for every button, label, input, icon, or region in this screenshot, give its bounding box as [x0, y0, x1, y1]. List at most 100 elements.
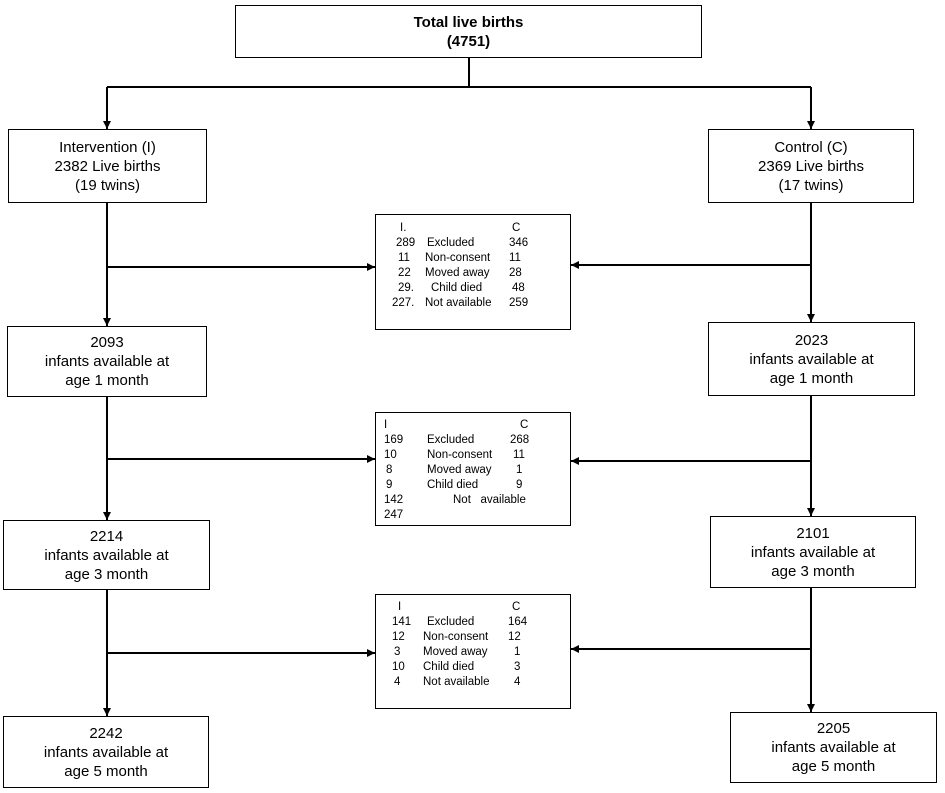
exclusions-1-row: 22 Moved away 28 [376, 266, 570, 281]
exclusions-2-head-c: C [520, 419, 529, 431]
exclusions-3-row: 10 Child died 3 [376, 660, 570, 675]
intervention-box: Intervention (I) 2382 Live births (19 tw… [8, 129, 207, 203]
control-month1-line2: age 1 month [769, 369, 854, 387]
exclusions-1-c: 48 [512, 282, 525, 294]
exclusions-3-label: Excluded [427, 616, 475, 628]
exclusions-2-label: Non-consent [427, 449, 493, 461]
exclusions-2-row: 142 Not available [376, 493, 570, 508]
exclusions-3-row: 3 Moved away 1 [376, 645, 570, 660]
exclusions-2-label: Not available [453, 494, 526, 506]
control-title: Control (C) [774, 138, 848, 156]
exclusions-1-head-i: I. [400, 222, 407, 234]
exclusions-1-header: I. C [376, 221, 570, 236]
exclusions-3-label: Non-consent [423, 631, 489, 643]
total-title: Total live births [413, 13, 524, 31]
exclusions-3-c: 4 [514, 676, 521, 688]
intervention-month3-box: 2214 infants available at age 3 month [3, 520, 210, 590]
exclusions-3-c: 3 [514, 661, 521, 673]
exclusions-1-c: 28 [509, 267, 522, 279]
intervention-month5-box: 2242 infants available at age 5 month [3, 716, 209, 788]
exclusions-3-i: 3 [394, 646, 401, 658]
control-month5-line2: age 5 month [791, 758, 876, 775]
exclusions-2-row: 247 [376, 508, 570, 523]
intervention-month1-line2: age 1 month [65, 372, 149, 389]
exclusions-2-i: 10 [384, 449, 397, 461]
intervention-month1-line1: infants available at [44, 353, 170, 370]
exclusions-3-row: 12 Non-consent 12 [376, 630, 570, 645]
exclusions-2-row: 9 Child died 9 [376, 478, 570, 493]
exclusions-2-label: Moved away [427, 464, 492, 476]
control-twins: (17 twins) [778, 176, 844, 194]
intervention-month3-line1: infants available at [44, 546, 169, 564]
exclusions-3-label: Moved away [423, 646, 488, 658]
exclusions-2-c: 9 [516, 479, 523, 491]
exclusions-2-header: I C [376, 418, 570, 433]
intervention-twins: (19 twins) [74, 176, 141, 194]
exclusions-2-c: 268 [510, 434, 530, 446]
exclusions-1-label: Excluded [427, 237, 475, 249]
exclusions-3-label: Child died [423, 661, 475, 673]
control-month3-line2: age 3 month [771, 562, 855, 580]
exclusions-2-i: 8 [386, 464, 393, 476]
intervention-month1-count: 2093 [90, 334, 124, 351]
exclusions-1-label: Child died [431, 282, 483, 294]
exclusions-2-i: 142 [384, 494, 404, 506]
exclusions-3-i: 4 [394, 676, 401, 688]
exclusions-2-c: 1 [516, 464, 523, 476]
intervention-month1-box: 2093 infants available at age 1 month [7, 326, 207, 397]
control-month5-line1: infants available at [771, 739, 896, 756]
control-month3-box: 2101 infants available at age 3 month [710, 516, 916, 588]
exclusions-3-label: Not available [423, 676, 490, 688]
exclusions-1-row: 227. Not available 259 [376, 296, 570, 311]
control-month1-count: 2023 [794, 331, 829, 349]
exclusions-1-i: 29. [398, 282, 414, 294]
exclusions-3-i: 141 [392, 616, 412, 628]
exclusions-2-row: 10 Non-consent 11 [376, 448, 570, 463]
intervention-month5-line1: infants available at [43, 743, 169, 761]
exclusions-1-row: 11 Non-consent 11 [376, 251, 570, 266]
control-month3-line1: infants available at [750, 543, 876, 561]
exclusions-2-i: 9 [386, 479, 393, 491]
exclusions-2-c: 11 [513, 449, 525, 461]
exclusions-3-i: 12 [392, 631, 405, 643]
exclusions-3-c: 164 [508, 616, 528, 628]
intervention-month3-line2: age 3 month [64, 565, 149, 583]
exclusions-1-i: 11 [398, 252, 410, 264]
control-month5-count: 2205 [816, 720, 851, 737]
intervention-births: 2382 Live births [54, 157, 161, 175]
exclusions-2-i: 247 [384, 509, 404, 521]
exclusions-3-head-c: C [512, 601, 521, 613]
exclusions-2-row: 8 Moved away 1 [376, 463, 570, 478]
total-births-box: Total live births (4751) [235, 5, 702, 58]
exclusions-1-i: 227. [392, 297, 415, 309]
intervention-title: Intervention (I) [59, 138, 156, 156]
intervention-month5-line2: age 5 month [64, 762, 148, 780]
exclusions-1-row: 29. Child died 48 [376, 281, 570, 296]
exclusions-3-head-i: I [398, 601, 402, 613]
exclusions-3-row: 4 Not available 4 [376, 675, 570, 690]
exclusions-box-2: I C 169 Excluded 268 10 Non-consent 11 8… [375, 412, 571, 526]
exclusions-1-head-c: C [512, 222, 521, 234]
exclusions-1-label: Not available [425, 297, 492, 309]
exclusions-3-header: I C [376, 600, 570, 615]
exclusions-3-row: 141 Excluded 164 [376, 615, 570, 630]
intervention-month3-count: 2214 [89, 527, 124, 545]
control-month1-line1: infants available at [749, 350, 874, 368]
intervention-month5-count: 2242 [89, 724, 123, 742]
exclusions-2-i: 169 [384, 434, 404, 446]
exclusions-box-1: I. C 289 Excluded 346 11 Non-consent 11 … [375, 214, 571, 330]
exclusions-2-label: Excluded [427, 434, 475, 446]
control-month3-count: 2101 [796, 524, 830, 542]
exclusions-1-c: 346 [509, 237, 529, 249]
exclusions-2-row: 169 Excluded 268 [376, 433, 570, 448]
exclusions-3-i: 10 [392, 661, 405, 673]
exclusions-2-head-i: I [384, 419, 388, 431]
control-month5-box: 2205 infants available at age 5 month [730, 712, 937, 783]
exclusions-1-i: 289 [396, 237, 416, 249]
total-count: (4751) [446, 32, 491, 50]
exclusions-1-label: Non-consent [425, 252, 491, 264]
control-box: Control (C) 2369 Live births (17 twins) [708, 129, 914, 203]
exclusions-1-c: 259 [509, 297, 529, 309]
exclusions-1-label: Moved away [425, 267, 490, 279]
